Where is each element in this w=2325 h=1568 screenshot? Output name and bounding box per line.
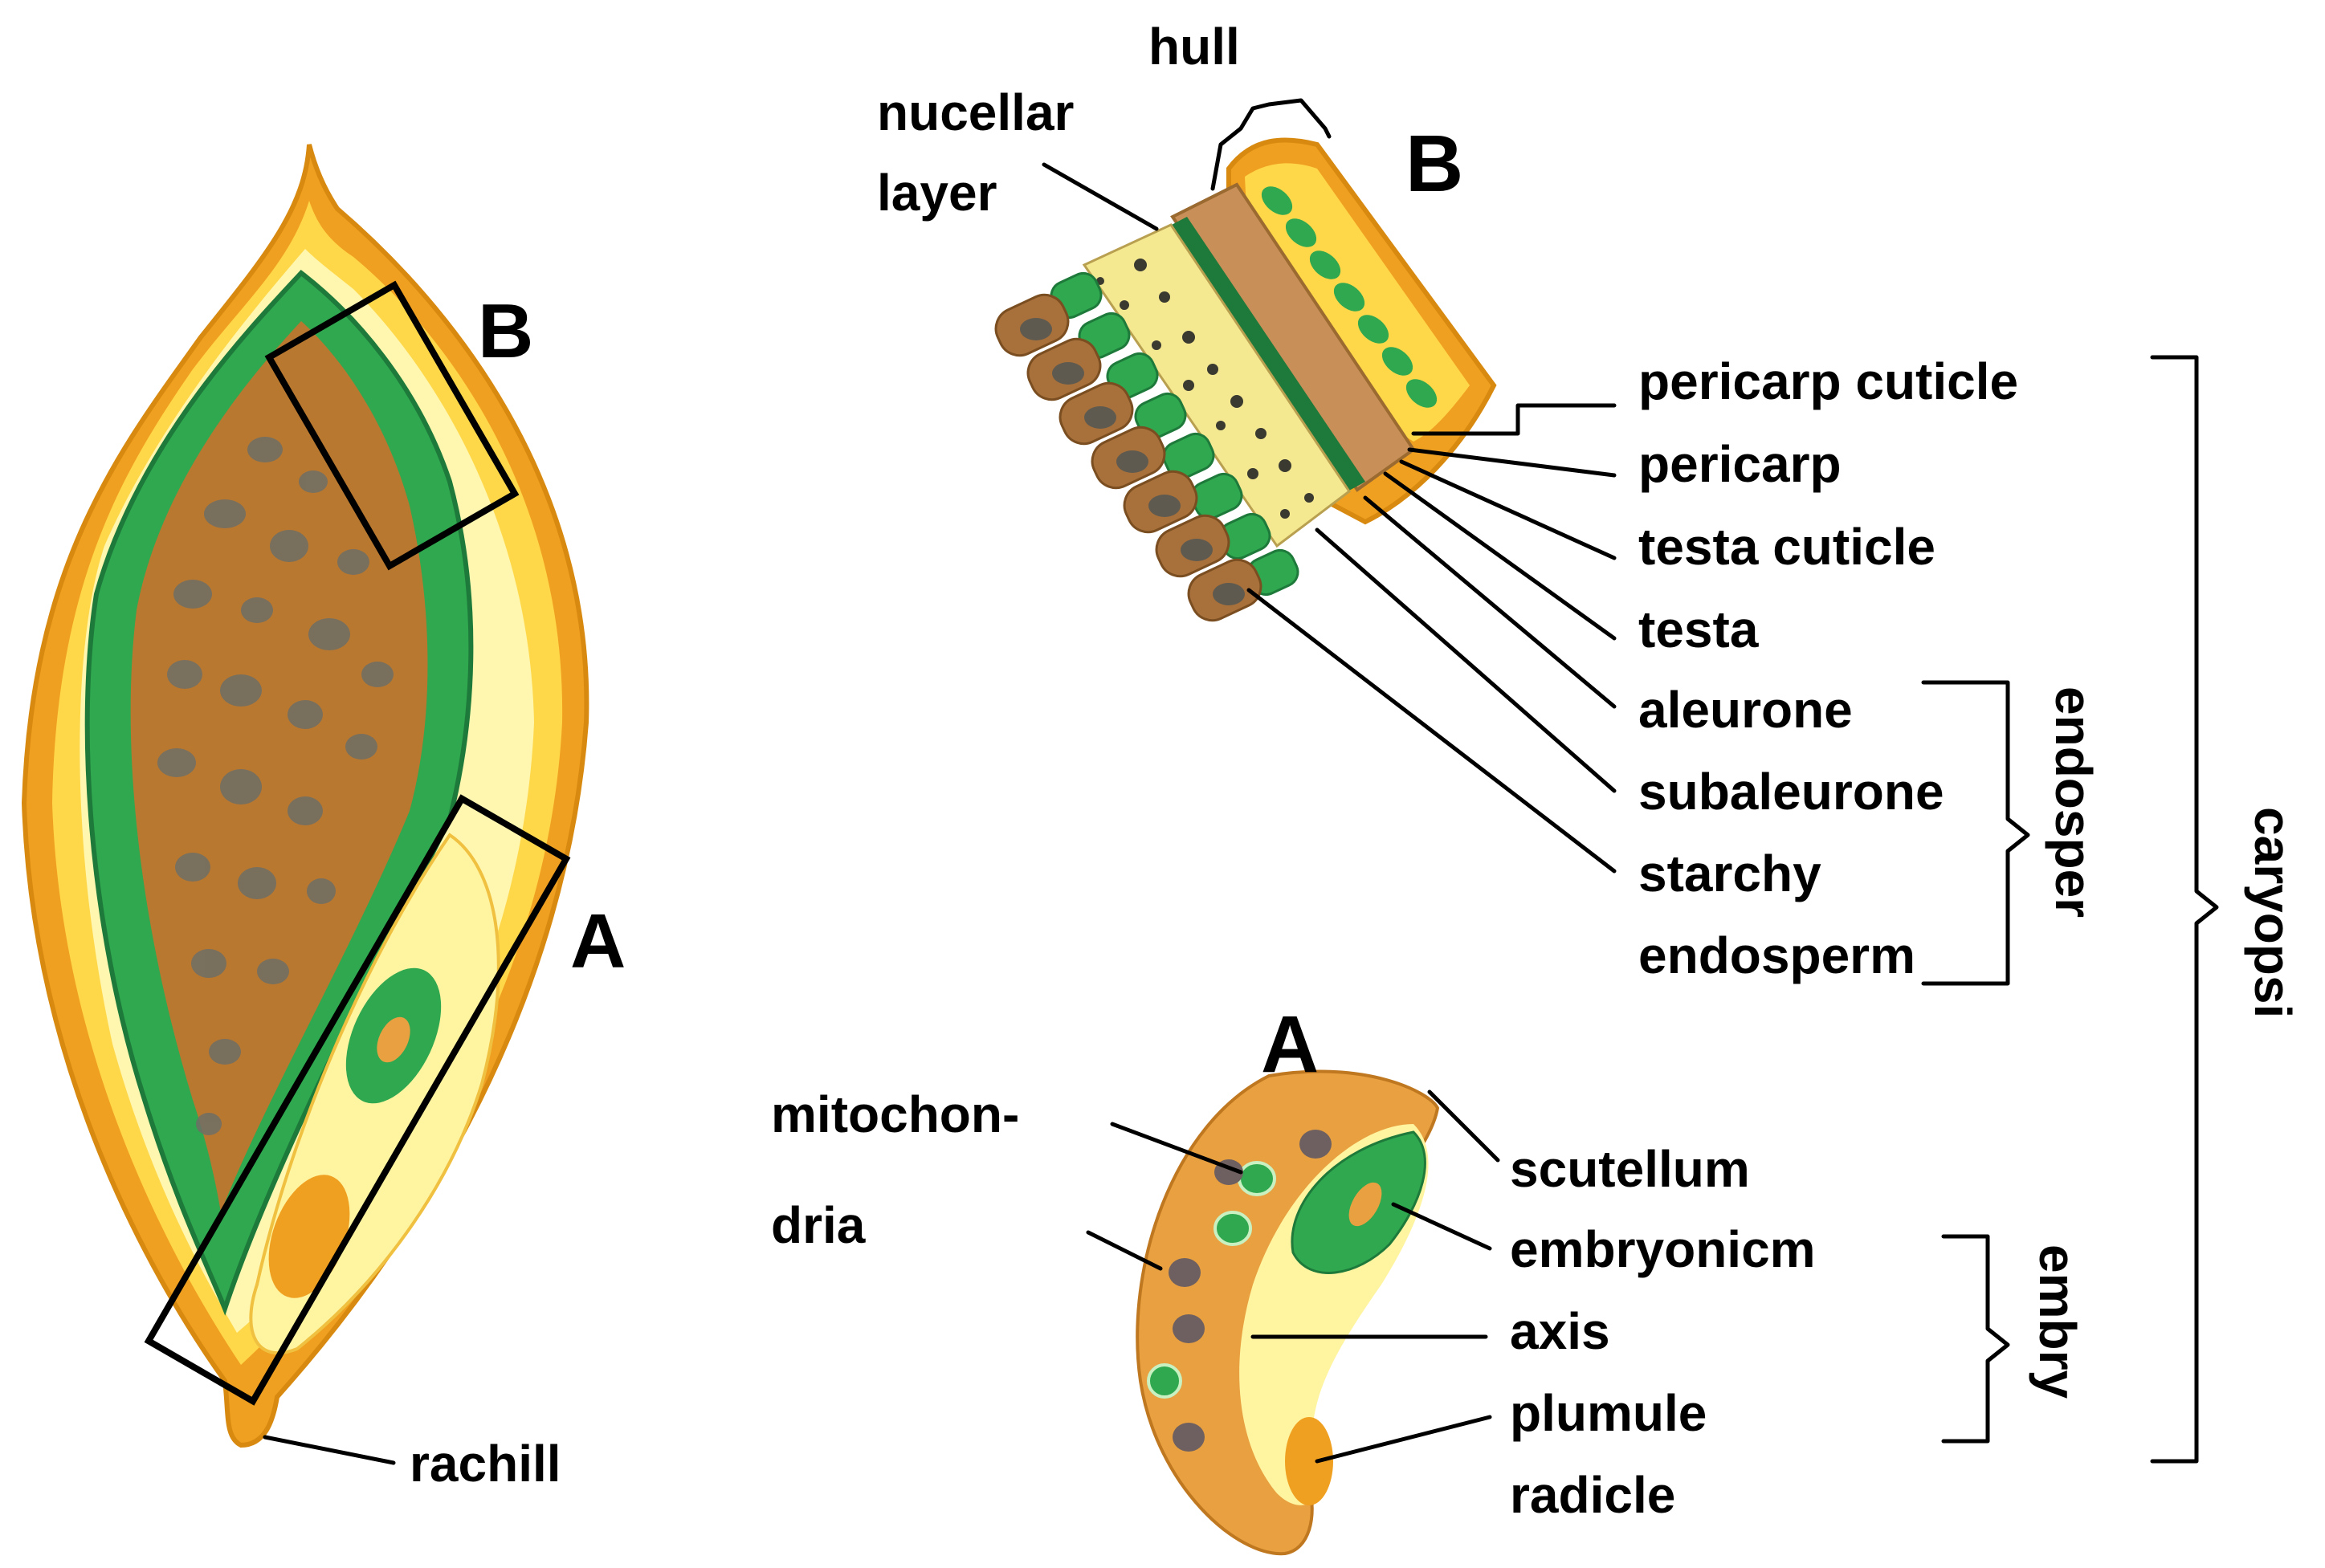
- testa-leader: [1383, 471, 1617, 641]
- label-pericarp-cuticle: pericarp cuticle: [1638, 352, 2018, 410]
- aleurone-leader: [1363, 495, 1617, 709]
- label-starchy: starchy: [1638, 845, 1821, 902]
- embry-bracket: [1941, 1234, 2010, 1444]
- grain-box-a: [144, 794, 571, 1406]
- nucellar-leader: [1042, 162, 1159, 231]
- caryopsi-group: caryopsi: [2150, 355, 2302, 1464]
- label-pericarp: pericarp: [1638, 435, 1842, 493]
- mitochon-leader-2: [1086, 1230, 1163, 1271]
- a-radicle: [1285, 1417, 1333, 1505]
- subaleurone-leader: [1315, 527, 1617, 793]
- hull-bracket: [1210, 98, 1332, 191]
- mitochon-leader-1: [1110, 1122, 1243, 1175]
- starch-granules: [157, 437, 394, 1135]
- embryonicm-leader: [1391, 1202, 1492, 1251]
- b-starch-granules: [1020, 318, 1245, 605]
- pericarp-leader: [1407, 447, 1617, 478]
- b-nucellar-stripe: [1169, 217, 1365, 491]
- panel-b-letter: B: [1405, 119, 1463, 209]
- scutellum-leader: [1427, 1089, 1500, 1163]
- label-embry: embry: [2029, 1244, 2086, 1399]
- plumule-leader: [1315, 1415, 1492, 1464]
- endosper-bracket: [1921, 680, 2030, 986]
- label-rachill: rachill: [410, 1435, 561, 1493]
- label-testa-cuticle: testa cuticle: [1638, 518, 1935, 576]
- panel-a-letter: A: [1261, 1000, 1319, 1089]
- label-aleurone: aleurone: [1638, 681, 1853, 739]
- panel-a-embryo: A mitochon- dria scutellum embryonicm ax…: [771, 1000, 2086, 1556]
- label-endosperm: endosperm: [1638, 927, 1915, 984]
- label-radicle: radicle: [1510, 1466, 1675, 1524]
- label-nucellar-layer: layer: [877, 164, 997, 222]
- testa-cuticle-leader: [1399, 459, 1617, 560]
- label-hull: hull: [1148, 18, 1240, 75]
- panel-b-cross-section: hull B nucellar layer pericarp cuticle p…: [877, 18, 2103, 986]
- starchy-leader: [1246, 588, 1617, 874]
- b-hull-green-cells: [1261, 186, 1438, 408]
- label-scutellum: scutellum: [1510, 1140, 1750, 1198]
- grain-starchy-endosperm: [130, 321, 428, 1212]
- label-dria: dria: [771, 1196, 866, 1254]
- pericarp-cuticle-leader: [1411, 403, 1617, 436]
- label-axis: axis: [1510, 1302, 1610, 1360]
- label-plumule: plumule: [1510, 1384, 1707, 1442]
- grain-box-b: [264, 280, 520, 571]
- label-caryopsi: caryopsi: [2244, 807, 2302, 1018]
- label-mitochon: mitochon-: [771, 1085, 1019, 1143]
- label-endosper: endosper: [2045, 686, 2103, 918]
- a-plumule: [1348, 1182, 1382, 1227]
- label-subaleurone: subaleurone: [1638, 763, 1944, 821]
- caryopsi-bracket: [2150, 355, 2219, 1464]
- rachill-leader: [263, 1435, 396, 1465]
- label-embryonicm: embryonicm: [1510, 1220, 1816, 1278]
- label-testa: testa: [1638, 601, 1759, 658]
- grain-label-a: A: [570, 898, 626, 984]
- grain-illustration: B A rachill: [21, 144, 626, 1493]
- grain-label-b: B: [478, 288, 533, 374]
- b-subaleurone-dots: [1096, 259, 1314, 519]
- label-nucellar: nucellar: [877, 83, 1074, 141]
- grain-embryo-plumule: [377, 1016, 410, 1063]
